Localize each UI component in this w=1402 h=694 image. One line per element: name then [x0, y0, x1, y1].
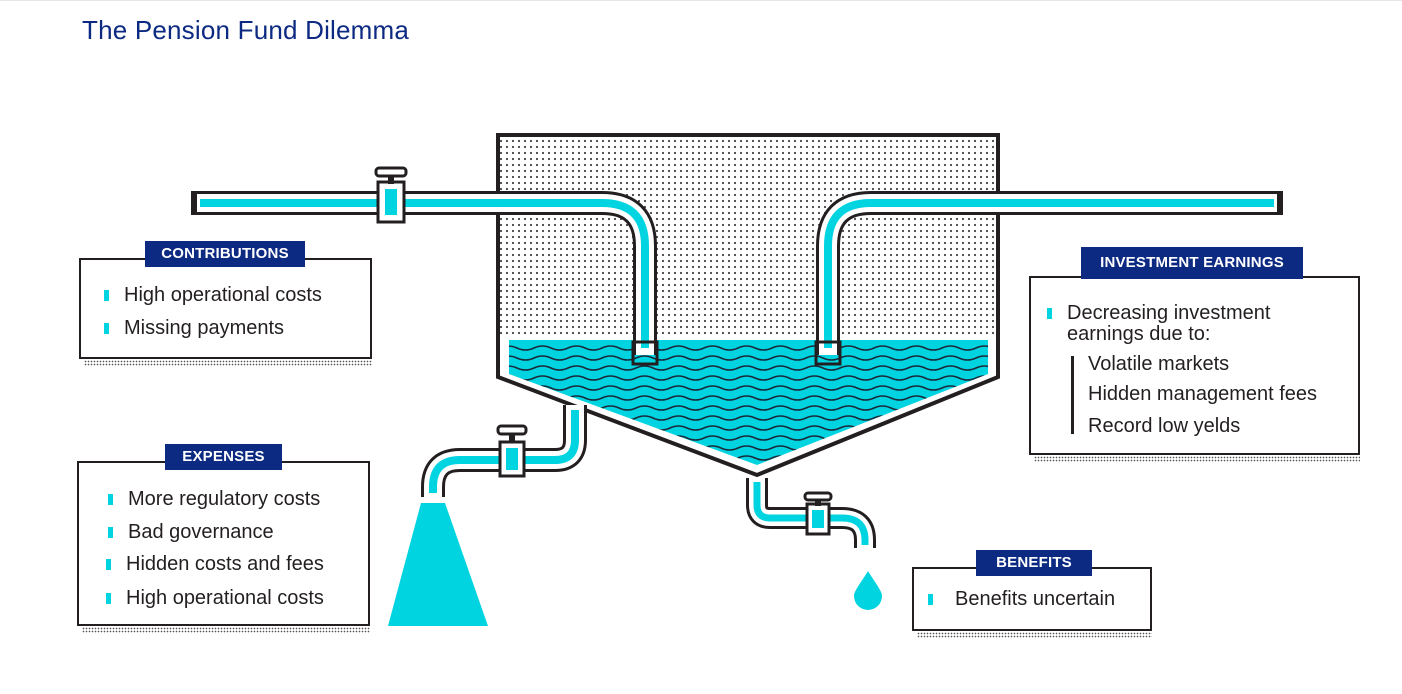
wave-line [509, 375, 988, 381]
page-title: The Pension Fund Dilemma [82, 15, 410, 45]
faucet-icon [803, 491, 833, 536]
list-item: Decreasing investment [1047, 301, 1270, 325]
wave-line [509, 395, 988, 401]
contributions-card [79, 258, 372, 359]
contributions-pipe [191, 191, 659, 366]
sub-list-item: Record low yelds [1088, 415, 1241, 437]
contributions-heading: CONTRIBUTIONS [145, 241, 305, 267]
list-item: Bad governance [108, 520, 274, 544]
bullet-marker [104, 323, 109, 334]
investment-earnings-heading: INVESTMENT EARNINGS [1081, 247, 1303, 279]
list-item: Missing payments [104, 316, 284, 340]
valve-icon [374, 166, 408, 224]
wave-line [509, 345, 988, 351]
benefits-card [912, 567, 1152, 631]
bullet-marker [106, 593, 111, 604]
sub-list-item: Volatile markets [1088, 353, 1230, 375]
water-drop-icon [854, 571, 882, 610]
card-shadow [82, 627, 370, 633]
expenses-card [77, 461, 370, 626]
investment-pipe [814, 191, 1283, 366]
card-shadow [917, 632, 1152, 638]
list-item: High operational costs [106, 586, 324, 610]
list-item: High operational costs [104, 283, 322, 307]
list-item: Benefits uncertain [928, 587, 1115, 611]
bullet-marker [106, 559, 111, 570]
top-divider [0, 0, 1402, 1]
bullet-marker [108, 494, 113, 505]
bullet-marker [1047, 308, 1052, 319]
bullet-marker [108, 527, 113, 538]
list-item: Hidden costs and fees [106, 552, 324, 576]
sub-list-bar [1071, 356, 1074, 434]
water-stream-icon [388, 503, 488, 626]
investment-earnings-card [1029, 276, 1360, 455]
wave-line [509, 365, 988, 371]
bullet-marker [928, 594, 933, 605]
sub-list-item: Hidden management fees [1088, 383, 1318, 405]
faucet-icon [496, 424, 528, 478]
expenses-heading: EXPENSES [165, 444, 282, 470]
bullet-marker [104, 290, 109, 301]
card-shadow [84, 360, 372, 366]
benefits-heading: BENEFITS [976, 550, 1092, 576]
list-item-continuation: earnings due to: [1067, 323, 1211, 345]
card-shadow [1034, 456, 1360, 462]
wave-line [509, 355, 988, 361]
wave-line [509, 385, 988, 391]
list-item: More regulatory costs [108, 487, 320, 511]
